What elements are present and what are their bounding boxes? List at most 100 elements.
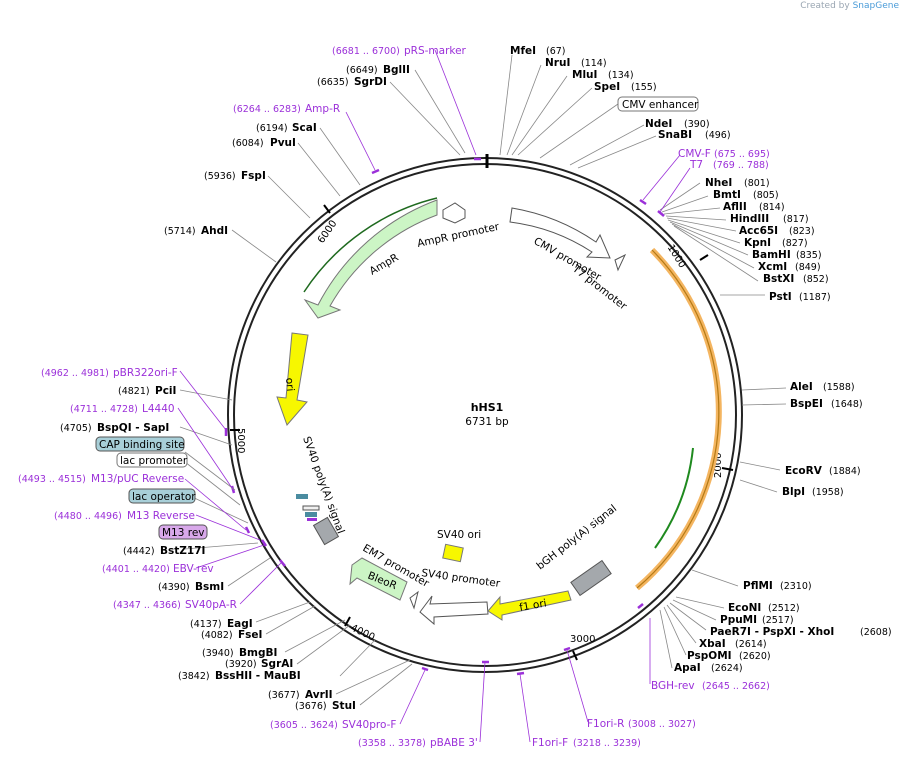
primer-f1ori-f[interactable]: F1ori-F(3218 .. 3239): [532, 737, 641, 749]
enzyme-stui[interactable]: (3676)StuI: [295, 700, 356, 712]
primer-t7[interactable]: T7 (769 .. 788): [689, 159, 769, 171]
svg-text:(769 .. 788): (769 .. 788): [713, 160, 769, 171]
label-cap-binding-site[interactable]: CAP binding site: [95, 436, 185, 452]
svg-text:(134): (134): [608, 70, 634, 81]
feature-cmv-promoter[interactable]: CMV promoter: [509, 207, 611, 284]
svg-text:FspI: FspI: [241, 170, 266, 182]
primer-sv40pro-f[interactable]: (3605 .. 3624)SV40pro-F: [270, 719, 396, 731]
enzyme-scai[interactable]: (6194)ScaI: [256, 122, 317, 134]
feature-sv40-promoter[interactable]: SV40 promoter: [419, 567, 501, 626]
enzyme-ndei[interactable]: NdeI(390): [645, 118, 710, 130]
primer-pbr322ori-f[interactable]: (4962 .. 4981)pBR322ori-F: [41, 367, 178, 379]
svg-text:pBABE 3': pBABE 3': [430, 737, 478, 749]
primer-sv40pa-r[interactable]: (4347 .. 4366)SV40pA-R: [113, 599, 237, 611]
cap-site-mark: [296, 494, 308, 499]
svg-text:(2620): (2620): [739, 651, 771, 662]
enzyme-pflmi[interactable]: PflMI(2310): [743, 580, 812, 592]
label-lac-promoter[interactable]: lac promoter: [116, 452, 188, 468]
enzyme-eagi[interactable]: (4137)EagI: [190, 618, 253, 630]
enzyme-psti[interactable]: PstI(1187): [769, 291, 831, 303]
svg-text:NheI: NheI: [705, 177, 732, 189]
svg-text:(801): (801): [744, 178, 770, 189]
enzyme-ppumi[interactable]: PpuMI(2517): [720, 614, 794, 626]
svg-text:BGH-rev: BGH-rev: [651, 680, 695, 692]
label-cmv-enhancer[interactable]: CMV enhancer: [617, 96, 699, 112]
feature-sv40-ori[interactable]: SV40 ori: [437, 529, 481, 563]
svg-text:FseI: FseI: [238, 629, 262, 641]
enzyme-mlui[interactable]: MluI(134): [572, 69, 634, 81]
enzyme-spei[interactable]: SpeI(155): [594, 81, 657, 93]
primer-cmv-f[interactable]: CMV-F(675 .. 695): [678, 148, 770, 160]
enzyme-bglii[interactable]: (6649)BglII: [346, 64, 410, 76]
enzyme-bspqi-sapi[interactable]: (4705)BspQI - SapI: [60, 422, 169, 434]
svg-text:SV40pro-F: SV40pro-F: [342, 719, 396, 731]
enzyme-hindiii[interactable]: HindIII(817): [730, 213, 809, 225]
enzyme-kpni[interactable]: KpnI(827): [744, 237, 808, 249]
label-m13-rev[interactable]: M13 rev: [158, 524, 208, 540]
enzyme-ahdi[interactable]: (5714)AhdI: [164, 225, 228, 237]
enzyme-bmti[interactable]: BmtI(805): [713, 189, 779, 201]
primer-pbabe-3[interactable]: (3358 .. 3378)pBABE 3': [358, 737, 478, 749]
primer-f1ori-r[interactable]: F1ori-R(3008 .. 3027): [587, 718, 696, 730]
svg-text:(3677): (3677): [268, 690, 300, 701]
svg-text:pRS-marker: pRS-marker: [404, 45, 467, 57]
enzyme-pvui[interactable]: (6084)PvuI: [232, 137, 296, 149]
enzyme-fspi[interactable]: (5936)FspI: [204, 170, 266, 182]
primer-amp-r[interactable]: (6264 .. 6283)Amp-R: [233, 103, 340, 115]
svg-text:(827): (827): [782, 238, 808, 249]
enzyme-bstz17i[interactable]: (4442)BstZ17I: [123, 545, 205, 557]
primer-marks: [224, 157, 665, 676]
enzyme-avrii[interactable]: (3677)AvrII: [268, 689, 333, 701]
enzyme-alei[interactable]: AleI(1588): [790, 381, 855, 393]
label-lac-operator[interactable]: lac operator: [128, 488, 196, 504]
enzyme-bstxi[interactable]: BstXI(852): [763, 273, 829, 285]
svg-text:(814): (814): [759, 202, 785, 213]
primer-m13puc-reverse[interactable]: (4493 .. 4515)M13/pUC Reverse: [18, 473, 184, 485]
enzyme-econi[interactable]: EcoNI(2512): [728, 602, 800, 614]
enzyme-bsshii-maubi[interactable]: (3842)BssHII - MauBI: [178, 670, 301, 682]
feature-ori[interactable]: ori: [276, 332, 309, 426]
enzyme-blpi[interactable]: BlpI(1958): [782, 486, 844, 498]
enzyme-pcii[interactable]: (4821)PciI: [118, 385, 176, 397]
enzyme-sgrdi[interactable]: (6635)SgrDI: [317, 76, 387, 88]
enzyme-bmgbi[interactable]: (3940)BmgBI: [202, 647, 277, 659]
enzyme-acc65i[interactable]: Acc65I(823): [739, 225, 815, 237]
primer-prs-marker[interactable]: (6681 .. 6700)pRS-marker: [332, 45, 467, 57]
feature-bleor[interactable]: BleoR: [349, 557, 408, 601]
svg-text:BspEI: BspEI: [790, 398, 823, 410]
feature-bgh-polya[interactable]: bGH poly(A) signal: [534, 503, 619, 597]
enzyme-fsei[interactable]: (4082)FseI: [201, 629, 262, 641]
primer-m13-reverse[interactable]: (4480 .. 4496)M13 Reverse: [54, 510, 195, 522]
primer-mark-sv40pro: [421, 666, 429, 672]
feature-f1-ori[interactable]: f1 ori: [487, 590, 572, 621]
primer-l4440[interactable]: (4711 .. 4728)L4440: [70, 403, 175, 415]
enzyme-apai[interactable]: ApaI(2624): [674, 662, 743, 674]
enzyme-bspei[interactable]: BspEI(1648): [790, 398, 863, 410]
primer-ebv-rev[interactable]: (4401 .. 4420)EBV-rev: [102, 563, 214, 575]
primer-mark-f1orif: [516, 671, 525, 676]
enzyme-snabi[interactable]: SnaBI(496): [658, 129, 731, 141]
enzyme-xcmi[interactable]: XcmI(849): [758, 261, 821, 273]
primer-mark-bghrev: [637, 603, 644, 609]
enzyme-pspomi[interactable]: PspOMI(2620): [687, 650, 771, 662]
svg-text:T7: T7: [689, 159, 703, 171]
svg-text:(849): (849): [795, 262, 821, 273]
enzyme-aflii[interactable]: AflII(814): [723, 201, 785, 213]
primer-bgh-rev[interactable]: BGH-rev(2645 .. 2662): [651, 680, 770, 692]
svg-text:NruI: NruI: [545, 57, 570, 69]
enzyme-sgrai[interactable]: (3920)SgrAI: [225, 658, 293, 670]
svg-text:Amp-R: Amp-R: [305, 103, 340, 115]
enzyme-nrui[interactable]: NruI(114): [545, 57, 607, 69]
enzyme-nhei[interactable]: NheI (801): [705, 177, 770, 189]
enzyme-xbai[interactable]: XbaI(2614): [699, 638, 767, 650]
enzyme-bsmi[interactable]: (4390)BsmI: [158, 581, 224, 593]
enzyme-bamhi[interactable]: BamHI(835): [752, 249, 822, 261]
tick-label-5000: 5000: [235, 428, 246, 453]
feature-sv40-polya[interactable]: SV40 poly(A) signal: [300, 435, 347, 546]
enzyme-ecorv[interactable]: EcoRV(1884): [785, 465, 861, 477]
svg-text:(1958): (1958): [812, 487, 844, 498]
feature-t7-promoter[interactable]: T7 promoter: [569, 253, 629, 313]
enzyme-mfei[interactable]: MfeI(67): [510, 45, 566, 57]
snapgene-credit: Created by SnapGene: [800, 1, 899, 11]
enzyme-paer7i-pspxi-xhoi[interactable]: PaeR7I - PspXI - XhoI(2608): [710, 626, 892, 638]
